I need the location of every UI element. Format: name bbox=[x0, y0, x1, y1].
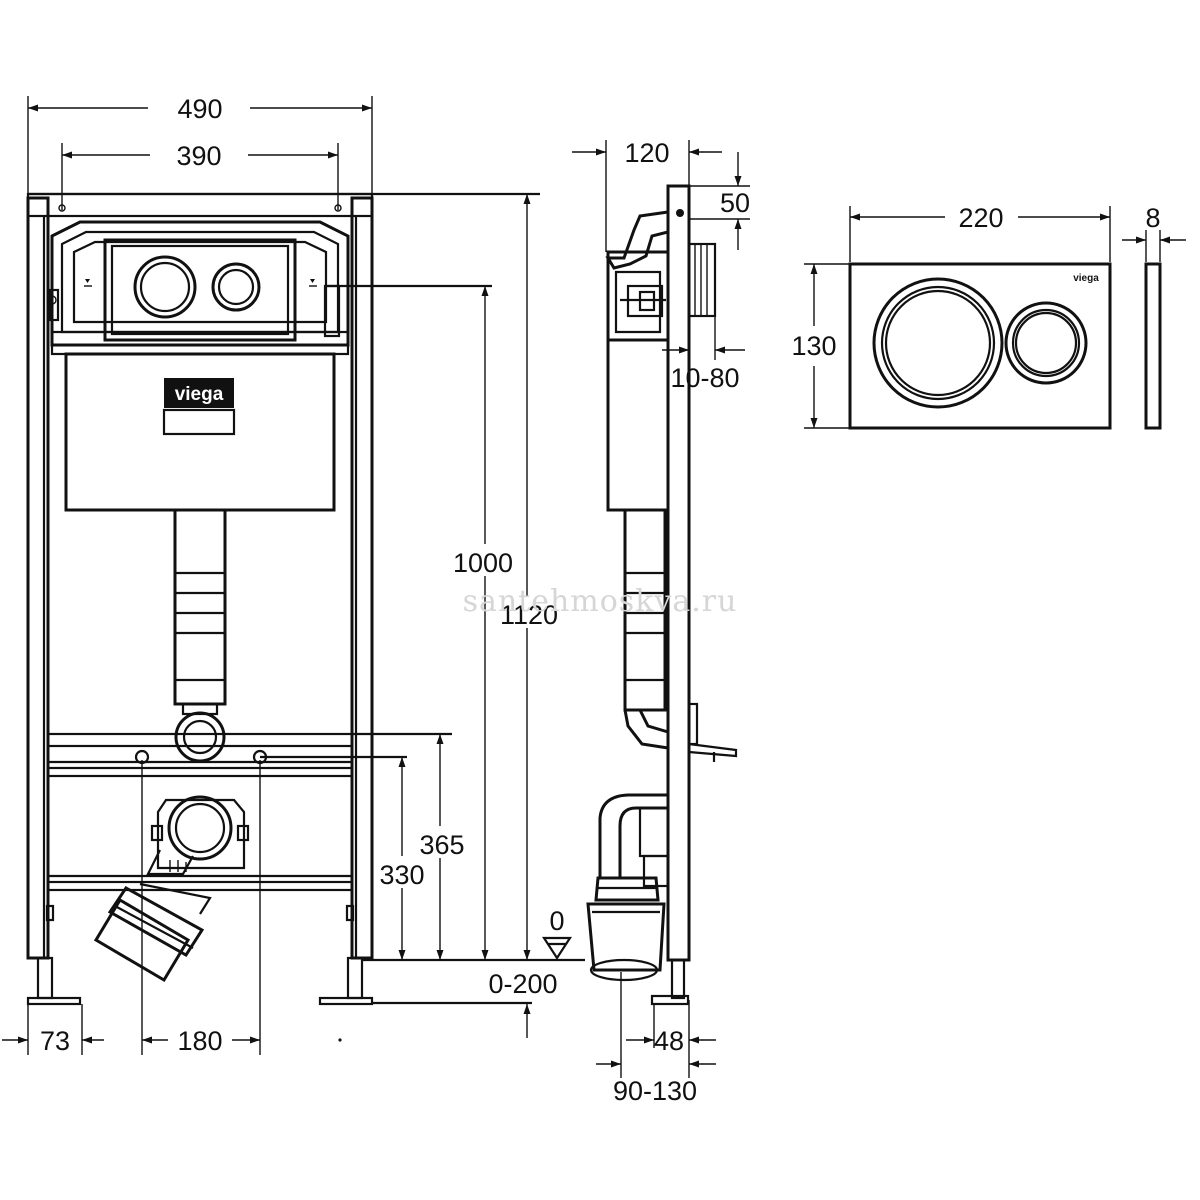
dim-top-50: 50 bbox=[720, 188, 750, 218]
dim-wall-10-80: 10-80 bbox=[670, 363, 739, 393]
plate-logo: viega bbox=[1073, 273, 1099, 284]
frame-logo: viega bbox=[175, 384, 224, 405]
dim-plate-width: 220 bbox=[958, 203, 1003, 233]
flush-plate: 220 130 viega 8 bbox=[791, 203, 1186, 430]
dim-plate-height: 130 bbox=[791, 331, 836, 361]
dim-width-490: 490 bbox=[177, 94, 222, 124]
dim-height-330: 330 bbox=[379, 860, 424, 890]
side-view: 120 50 bbox=[572, 138, 750, 1106]
dim-foot-73: 73 bbox=[40, 1026, 70, 1056]
dim-plate-depth: 8 bbox=[1145, 203, 1160, 233]
dim-floor-range: 0-200 bbox=[488, 969, 557, 999]
front-view: viega bbox=[2, 94, 585, 1056]
dim-height-1120: 1120 bbox=[500, 600, 558, 630]
floor-level-symbol: 0 bbox=[541, 906, 573, 961]
dim-spacing-180: 180 bbox=[177, 1026, 222, 1056]
floor-zero-label: 0 bbox=[549, 906, 564, 936]
dim-depth-120: 120 bbox=[624, 138, 669, 168]
dim-width-390: 390 bbox=[176, 141, 221, 171]
dim-offset-48: 48 bbox=[654, 1026, 684, 1056]
dim-height-1000: 1000 bbox=[453, 548, 513, 578]
dim-outlet-90-130: 90-130 bbox=[613, 1076, 697, 1106]
watermark-text: santehmoskva.ru bbox=[463, 584, 738, 619]
dim-height-365: 365 bbox=[419, 830, 464, 860]
